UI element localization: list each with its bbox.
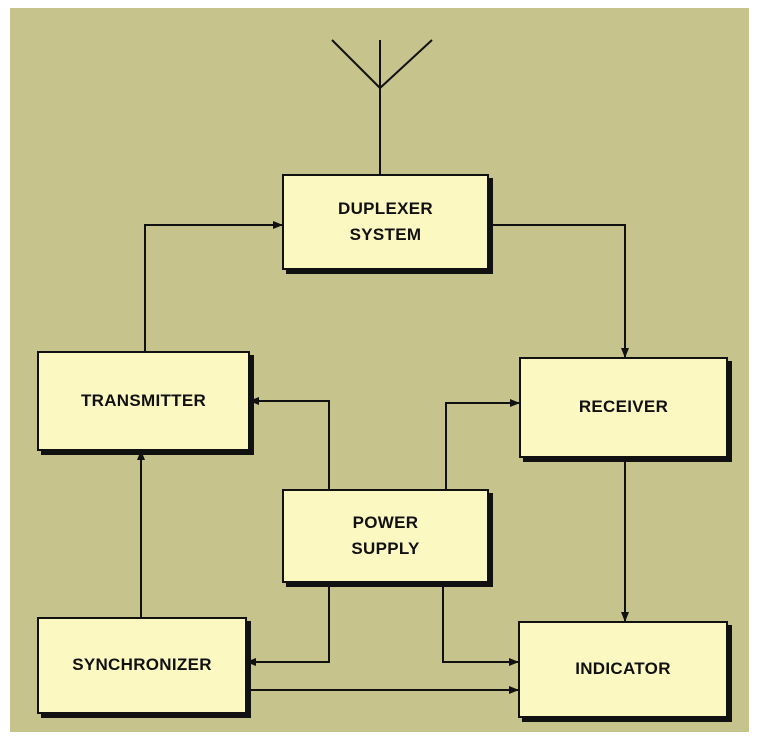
duplexer-system-block: DUPLEXER SYSTEM (282, 174, 489, 270)
synchronizer-block: SYNCHRONIZER (37, 617, 247, 714)
synchronizer-label: SYNCHRONIZER (72, 655, 212, 675)
wire-duplexer-to-receiver (489, 224, 629, 358)
power-supply-block: POWER SUPPLY (282, 489, 489, 583)
antenna-icon (331, 39, 433, 174)
wire-power-to-transmitter (249, 397, 330, 489)
wire-power-to-synchronizer (246, 583, 330, 666)
wire-power-to-indicator (442, 583, 519, 666)
receiver-label: RECEIVER (578, 397, 669, 417)
indicator-label: INDICATOR (575, 659, 671, 679)
power-supply-label-line2: SUPPLY (351, 539, 420, 558)
wire-transmitter-to-duplexer (144, 221, 283, 351)
duplexer-label-line2: SYSTEM (349, 225, 422, 244)
duplexer-label-line1: DUPLEXER (338, 198, 433, 218)
transmitter-label: TRANSMITTER (80, 390, 207, 410)
power-supply-label-line1: POWER (352, 512, 419, 532)
indicator-block: INDICATOR (518, 621, 728, 718)
transmitter-block: TRANSMITTER (37, 351, 250, 451)
receiver-block: RECEIVER (519, 357, 728, 458)
wire-power-to-receiver (445, 399, 520, 489)
